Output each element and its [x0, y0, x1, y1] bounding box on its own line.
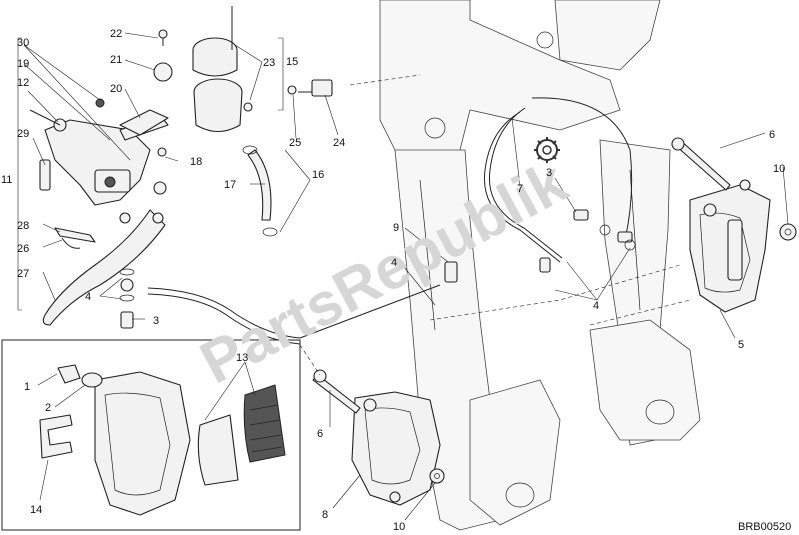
- callout-label: 5: [738, 339, 744, 351]
- callout-label: 4: [593, 300, 599, 312]
- callout-label: 24: [333, 137, 345, 149]
- callout-label: 7: [517, 183, 523, 195]
- callout-label: 16: [312, 169, 324, 181]
- reservoir-hose: [242, 145, 278, 237]
- callout-label: 4: [391, 257, 397, 269]
- callout-label: 18: [190, 156, 202, 168]
- fluid-reservoir: [119, 6, 253, 136]
- callout-labels: 1 2 3 3 4 4 4 5 6 6 7 8 9 10 10 11 12 13…: [1, 28, 785, 533]
- callout-label: 12: [17, 77, 29, 89]
- brake-pipe: [287, 79, 636, 283]
- callout-label: 9: [393, 222, 399, 234]
- left-brake-caliper: [312, 369, 445, 506]
- callout-label: 11: [1, 174, 12, 186]
- brake-hose-lower: [119, 268, 441, 345]
- callout-label: 17: [224, 179, 236, 191]
- diagram-code: BRB00520: [738, 521, 791, 533]
- callout-label: 6: [317, 428, 323, 440]
- callout-label: 15: [286, 56, 298, 68]
- front-fork-drawing: [379, 0, 701, 531]
- callout-label: 22: [110, 28, 122, 40]
- callout-label: 20: [110, 83, 122, 95]
- callout-label: 29: [17, 128, 29, 140]
- callout-label: 19: [17, 58, 29, 70]
- callout-label: 23: [263, 57, 275, 69]
- callout-label: 1: [24, 381, 30, 393]
- leader-lines: [17, 32, 789, 521]
- callout-label: 3: [546, 167, 552, 179]
- callout-label: 4: [85, 291, 91, 303]
- callout-label: 28: [17, 220, 29, 232]
- callout-label: 2: [45, 402, 51, 414]
- callout-label: 10: [393, 521, 405, 533]
- callout-label: 21: [110, 54, 122, 66]
- right-brake-caliper: [671, 137, 797, 313]
- callout-label: 10: [773, 163, 785, 175]
- callout-label: 30: [17, 37, 29, 49]
- brake-lever: [42, 209, 166, 326]
- callout-label: 6: [769, 129, 775, 141]
- detail-inset-box: [1, 339, 301, 531]
- callout-label: 13: [236, 352, 248, 364]
- callout-label: 27: [17, 268, 29, 280]
- callout-label: 8: [322, 509, 328, 521]
- callout-label: 3: [153, 315, 159, 327]
- callout-label: 26: [17, 243, 29, 255]
- callout-label: 14: [30, 504, 42, 516]
- gear-icon: [534, 137, 560, 163]
- callout-label: 25: [289, 137, 301, 149]
